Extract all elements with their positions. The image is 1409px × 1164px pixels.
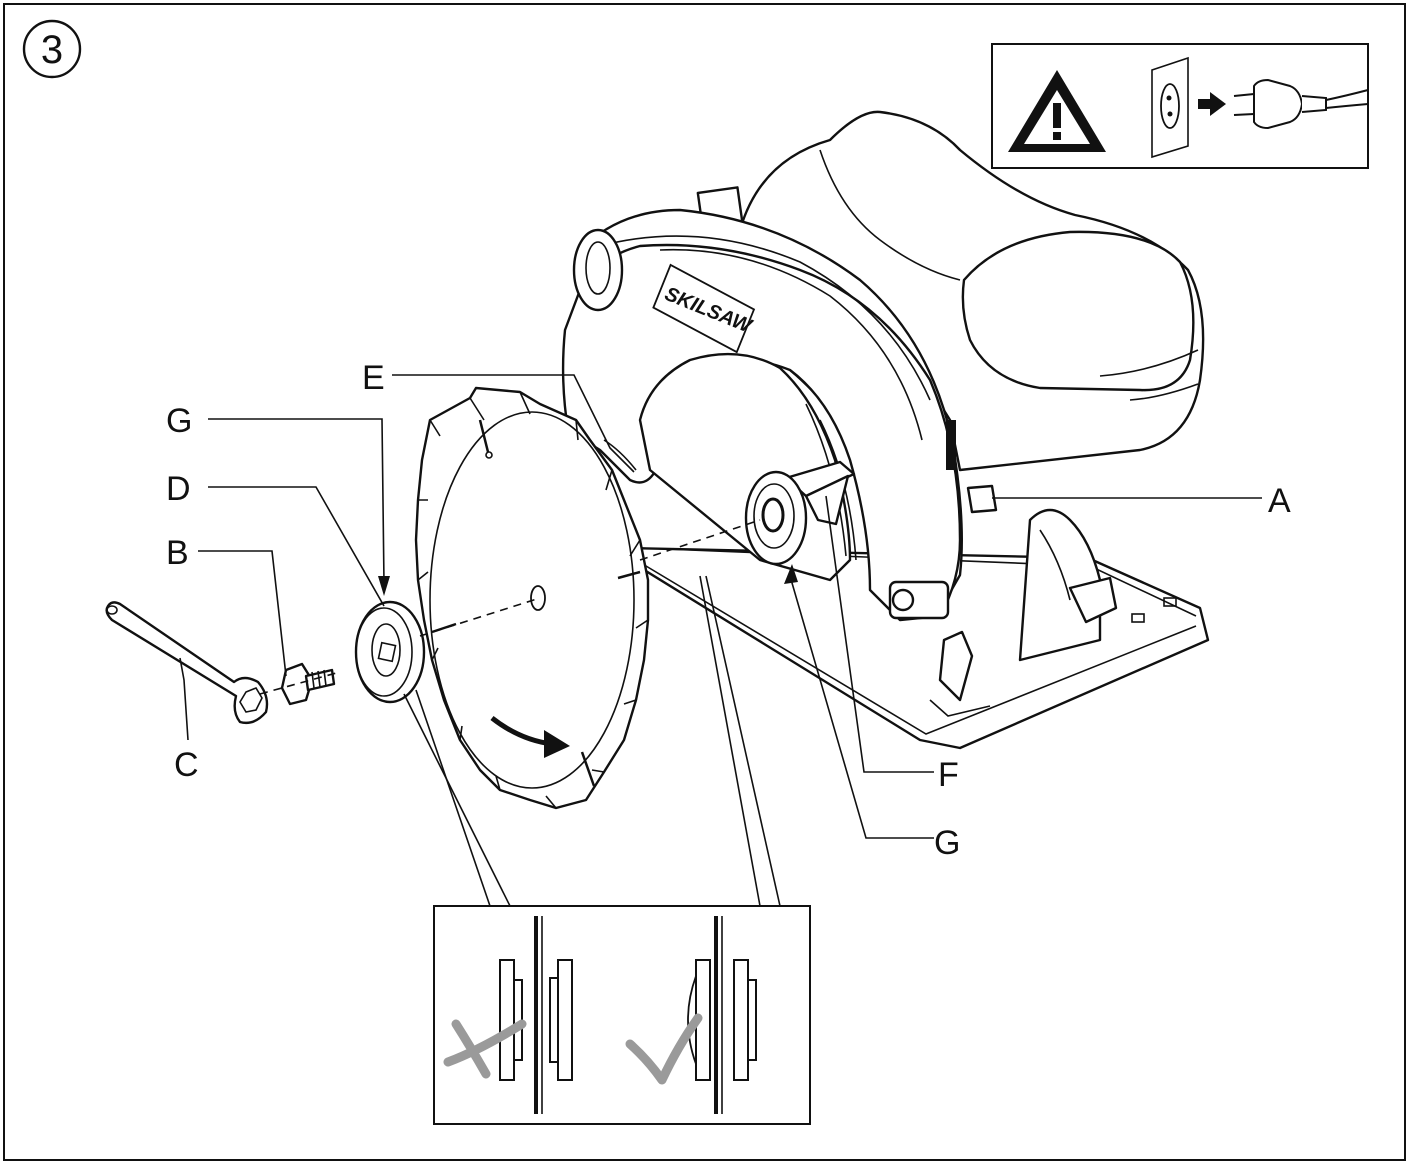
label-c: C: [174, 746, 199, 784]
hex-wrench: [105, 601, 269, 725]
inner-flange: [744, 470, 808, 566]
correct-assembly: [625, 916, 757, 1114]
spindle-lock-button: [966, 484, 998, 514]
leader-lines: [179, 374, 1262, 907]
flange-orientation-detail: [433, 905, 811, 1125]
warning-triangle-icon: [1008, 70, 1106, 152]
label-g-top: G: [166, 402, 192, 440]
incorrect-assembly: [443, 916, 573, 1114]
label-e: E: [362, 359, 385, 397]
assembly-axis: [259, 519, 761, 695]
label-f: F: [938, 756, 959, 794]
wall-socket-icon: [1151, 56, 1189, 159]
label-b: B: [166, 534, 189, 572]
arrow-right-icon: [1198, 92, 1226, 116]
outer-flange: [354, 600, 426, 704]
part-labels: E G D B C A F G: [166, 359, 1291, 862]
step-number-badge: 3: [22, 19, 82, 79]
step-number: 3: [41, 28, 63, 72]
label-g-bottom: G: [934, 824, 960, 862]
dust-port: [572, 228, 624, 312]
clamping-bolt: [280, 662, 336, 706]
handle-grip: [961, 230, 1195, 392]
check-mark-icon: [625, 1013, 703, 1085]
saw-blade: [414, 386, 650, 810]
circular-saw-body: SKILSAW: [561, 110, 1210, 750]
label-a: A: [1268, 482, 1291, 520]
label-d: D: [166, 470, 191, 508]
unplug-warning-box: [991, 43, 1369, 169]
cross-mark-icon: [443, 1019, 527, 1079]
figure-frame: [3, 3, 1406, 1161]
rotation-arrow-icon: [490, 716, 570, 758]
plug-icon: [1233, 78, 1369, 130]
